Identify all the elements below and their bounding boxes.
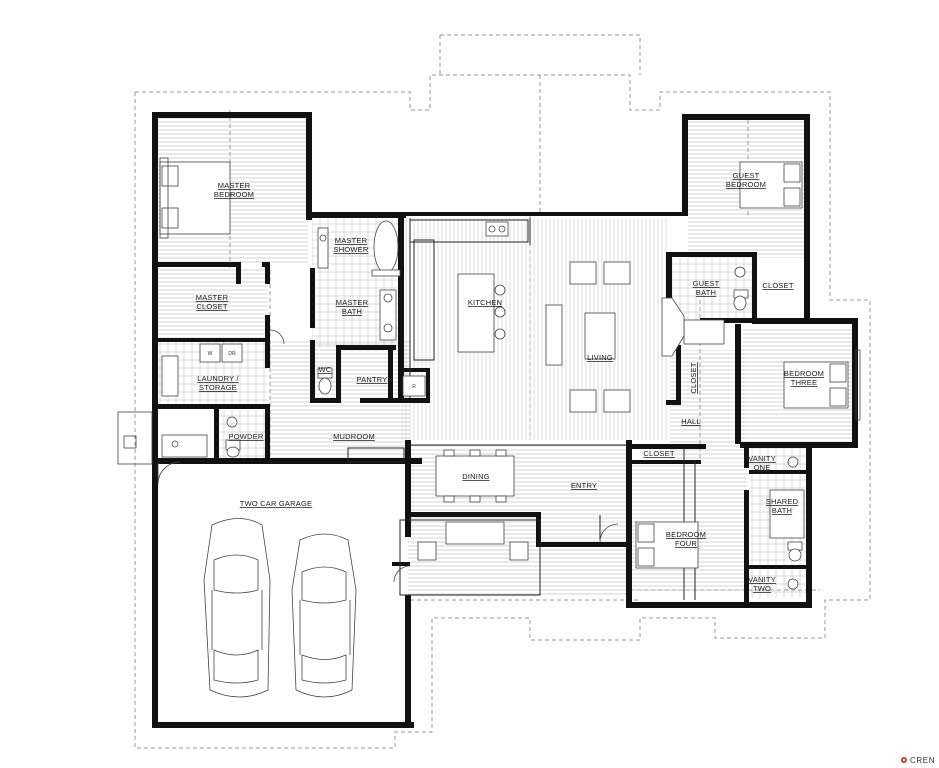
guest-bath-label-2: BATH bbox=[696, 288, 716, 297]
guest-bedroom-label: GUEST bbox=[733, 171, 760, 180]
hall-label: HALL bbox=[681, 417, 701, 426]
vanity-one-label-2: ONE bbox=[754, 463, 771, 472]
laundry-label-2: STORAGE bbox=[199, 383, 237, 392]
entry-label: ENTRY bbox=[571, 481, 597, 490]
powder-label: POWDER bbox=[229, 432, 264, 441]
bedroom-three-label: BEDROOM bbox=[784, 369, 824, 378]
master-bath-label: MASTER bbox=[336, 298, 369, 307]
bedroom-four-furniture bbox=[635, 521, 699, 569]
master-bath-fixtures bbox=[317, 220, 401, 395]
shared-bath-label-2: BATH bbox=[772, 506, 792, 515]
master-bed bbox=[159, 157, 231, 239]
shared-bath-label: SHARED bbox=[766, 497, 799, 506]
master-bedroom-label: MASTER bbox=[218, 181, 251, 190]
kitchen-label: KITCHEN bbox=[468, 298, 502, 307]
room-labels: MASTER BEDROOM MASTER SHOWER MASTER BATH… bbox=[196, 171, 824, 593]
washer-label: W bbox=[208, 351, 213, 357]
master-bedroom-label-2: BEDROOM bbox=[214, 190, 254, 199]
living-furniture bbox=[545, 261, 631, 413]
dining-furniture bbox=[417, 449, 529, 561]
doors bbox=[117, 329, 619, 583]
laundry-label: LAUNDRY / bbox=[197, 374, 239, 383]
master-closet-label: MASTER bbox=[196, 293, 229, 302]
powder-fixtures bbox=[225, 416, 241, 458]
pantry-label: PANTRY bbox=[357, 375, 388, 384]
shared-bath-fixtures bbox=[769, 456, 805, 590]
guest-bedroom-label-2: BEDROOM bbox=[726, 180, 766, 189]
garage-label: TWO CAR GARAGE bbox=[240, 499, 312, 508]
dryer-label: DR bbox=[228, 351, 236, 357]
cars bbox=[203, 518, 357, 698]
guest-bedroom-furniture bbox=[739, 161, 803, 209]
dining-label: DINING bbox=[462, 472, 489, 481]
guest-bath-label: GUEST bbox=[693, 279, 720, 288]
bedroom-four-label: BEDROOM bbox=[666, 530, 706, 539]
logo-mark-icon bbox=[901, 757, 907, 763]
wc-label: WC bbox=[319, 365, 332, 374]
mudroom-label: MUDROOM bbox=[333, 432, 375, 441]
bedroom-four-label-2: FOUR bbox=[675, 539, 697, 548]
vanity-two-label: VANITY bbox=[748, 575, 776, 584]
master-shower-label: MASTER bbox=[335, 236, 368, 245]
laundry-fixtures: W DR bbox=[161, 343, 243, 458]
cren-logo: CREN bbox=[901, 756, 935, 765]
walls bbox=[152, 112, 858, 728]
vanity-one-label: VANITY bbox=[748, 454, 776, 463]
bedroom-three-label-2: THREE bbox=[791, 378, 817, 387]
master-bath-label-2: BATH bbox=[342, 307, 362, 316]
kitchen-fixtures: R bbox=[402, 221, 509, 397]
master-shower-label-2: SHOWER bbox=[334, 245, 369, 254]
master-closet-label-2: CLOSET bbox=[196, 302, 227, 311]
closet-hall-label: CLOSET bbox=[689, 362, 698, 393]
logo-text: CREN bbox=[910, 756, 935, 765]
vanity-two-label-2: TWO bbox=[753, 584, 771, 593]
refrigerator-label: R bbox=[412, 384, 416, 390]
closet-four-label: CLOSET bbox=[643, 449, 674, 458]
living-label: LIVING bbox=[587, 353, 613, 362]
guest-bath-fixtures bbox=[661, 266, 749, 357]
closet-guest-label: CLOSET bbox=[762, 281, 793, 290]
bedroom-three-furniture bbox=[783, 349, 861, 421]
